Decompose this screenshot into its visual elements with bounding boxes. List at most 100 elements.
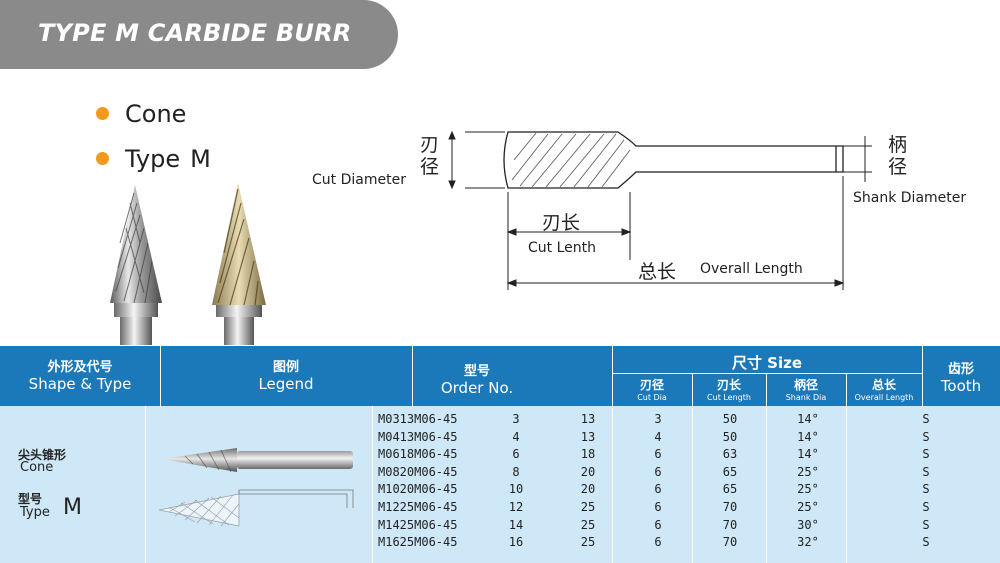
header-legend: 图例 Legend <box>160 356 412 393</box>
type-en: Type <box>20 505 50 520</box>
diameter-cell: 4 <box>512 429 520 444</box>
divider <box>160 346 161 406</box>
type-code: M <box>63 495 82 520</box>
legend-drawing <box>158 448 354 527</box>
angle-cell: 32° <box>797 535 819 550</box>
length-cell: 13 <box>580 429 596 444</box>
diameter-cell: 3 <box>512 412 520 426</box>
tooth-cell: S <box>922 517 930 532</box>
order-no-cell: M0820M06-45 <box>378 464 458 479</box>
header-cut-length: 刃长 Cut Length <box>692 376 766 402</box>
diameter-cell: 16 <box>508 535 524 550</box>
order-no-cell: M0313M06-45 <box>378 412 458 426</box>
burr-flutes <box>511 132 631 188</box>
legend-burr-sketch <box>158 489 354 527</box>
header-tooth-en: Tooth <box>940 377 982 395</box>
tooth-cell: S <box>922 464 930 479</box>
order-no-cell: M0413M06-45 <box>378 429 458 444</box>
overall-cell: 70 <box>722 500 738 514</box>
header-cut-length-en: Cut Length <box>707 393 751 402</box>
burr-photo-right <box>212 183 266 345</box>
order-no-cell: M0618M06-45 <box>378 447 458 462</box>
divider <box>846 406 847 563</box>
bullet-label: Cone <box>125 100 187 128</box>
overall-cell: 70 <box>722 535 738 550</box>
header-shank-dia-en: Shank Dia <box>785 393 827 402</box>
order-no-cell: M1225M06-45 <box>378 500 458 514</box>
header-order-cn: 型号 <box>463 364 490 379</box>
divider <box>145 406 146 563</box>
divider <box>922 346 923 406</box>
tooth-cell: S <box>922 447 930 462</box>
burr-outline <box>503 131 844 189</box>
overall-length-label: Overall Length <box>700 261 803 277</box>
diameter-cell: 6 <box>512 447 520 462</box>
header-cut-dia-cn: 刃径 <box>639 378 664 392</box>
header-overall-length: 总长 Overall Length <box>846 376 922 402</box>
angle-cell: 30° <box>797 517 819 532</box>
bullet-dot-icon <box>96 106 109 120</box>
tooth-cell: S <box>922 412 930 426</box>
table-body: 尖头锥形 Cone 型号 Type M <box>0 406 1000 563</box>
overall-cell: 65 <box>722 464 738 479</box>
shank-cell: 6 <box>654 464 662 479</box>
spec-table: 外形及代号 Shape & Type 图例 Legend 型号 Order No… <box>0 346 1000 563</box>
overall-cell: 63 <box>722 447 738 462</box>
divider <box>692 406 693 563</box>
dimension-lines <box>448 130 872 290</box>
shank-cell: 4 <box>654 429 662 444</box>
diameter-cell: 12 <box>508 500 524 514</box>
shank-cell: 6 <box>654 447 662 462</box>
shank-diameter-cn: 柄 径 <box>888 134 908 178</box>
shank-cell: 6 <box>654 535 662 550</box>
diameter-cell: 10 <box>508 482 524 497</box>
table-header: 外形及代号 Shape & Type 图例 Legend 型号 Order No… <box>0 346 1000 406</box>
shank-cell: 3 <box>654 412 662 426</box>
bullet-type-code: M <box>190 145 211 173</box>
header-cut-dia-en: Cut Dia <box>637 393 667 402</box>
header-legend-en: Legend <box>258 375 314 393</box>
burr-photo-left <box>110 185 162 345</box>
divider <box>412 346 413 406</box>
title-banner: TYPE M CARBIDE BURR <box>0 0 398 69</box>
shape-en: Cone <box>20 460 54 475</box>
length-cell: 18 <box>580 447 596 462</box>
dimension-diagram: 刃 径 Cut Diameter 柄 径 Shank Diameter 刃长 C… <box>300 120 1000 300</box>
tooth-cell: S <box>922 535 930 550</box>
length-cell: 20 <box>580 482 596 497</box>
length-cell: 25 <box>580 500 596 514</box>
product-photos <box>100 183 300 345</box>
header-cut-length-cn: 刃长 <box>716 378 741 392</box>
header-shank-dia-cn: 柄径 <box>793 378 818 392</box>
divider <box>766 373 767 406</box>
angle-cell: 14° <box>797 447 819 462</box>
angle-cell: 25° <box>797 464 819 479</box>
overall-cell: 65 <box>722 482 738 497</box>
cut-diameter-label: Cut Diameter <box>312 172 406 188</box>
divider <box>612 346 613 406</box>
page-title: TYPE M CARBIDE BURR <box>38 19 352 47</box>
bullet-dot-icon <box>96 151 109 165</box>
header-order: 型号 Order No. <box>412 360 542 397</box>
header-size: 尺寸 Size <box>731 354 803 372</box>
header-legend-cn: 图例 <box>272 360 299 375</box>
order-no-cell: M1425M06-45 <box>378 517 458 532</box>
header-shank-dia: 柄径 Shank Dia <box>766 376 846 402</box>
divider <box>692 373 693 406</box>
divider <box>612 373 922 374</box>
header-tooth: 齿形 Tooth <box>922 358 1000 395</box>
shank-cell: 6 <box>654 482 662 497</box>
header-overall-length-en: Overall Length <box>854 393 914 402</box>
tooth-cell: S <box>922 429 930 444</box>
length-cell: 13 <box>580 412 596 426</box>
length-cell: 20 <box>580 464 596 479</box>
cut-length-label: Cut Lenth <box>528 240 596 256</box>
overall-cell: 70 <box>722 517 738 532</box>
type-cn: 型号 <box>18 492 43 506</box>
divider <box>846 373 847 406</box>
angle-cell: 14° <box>797 429 819 444</box>
divider <box>766 406 767 563</box>
divider <box>372 406 373 563</box>
angle-cell: 25° <box>797 482 819 497</box>
